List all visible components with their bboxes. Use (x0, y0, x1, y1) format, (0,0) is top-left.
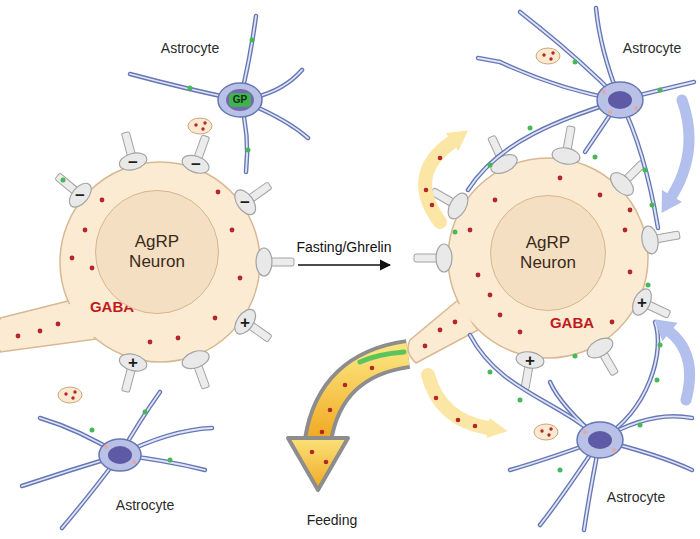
output-label: Feeding (307, 512, 358, 528)
neuron-nucleus: AgRP Neuron (95, 190, 219, 314)
neuron-nucleus: AgRP Neuron (490, 195, 606, 311)
neuron-soma: GABA AgRP Neuron (448, 158, 648, 358)
astrocyte-cell: Astrocyte (604, 488, 668, 506)
cell-label: Astrocyte (161, 40, 219, 56)
synapse-sign: − (240, 194, 250, 211)
enzyme-label: GP (233, 95, 247, 105)
synapse-sign: + (240, 314, 250, 331)
astrocyte-cell: Astrocyte (158, 39, 222, 57)
astrocyte-cell: Astrocyte (620, 39, 684, 57)
astrocyte-cell: Astrocyte (113, 496, 177, 514)
synapse-sign: + (637, 294, 647, 311)
cell-label: Astrocyte (623, 40, 681, 56)
neuron-soma: GABAAgRP Neuron (60, 162, 260, 362)
synapse-sign: − (75, 187, 85, 204)
synapse-sign: + (128, 354, 138, 371)
cell-label: Astrocyte (116, 497, 174, 513)
synapse-sign: + (525, 352, 535, 369)
transmitter-label: GABA (550, 314, 594, 331)
edge-label: Fasting/Ghrelin (295, 239, 394, 255)
cell-label: Astrocyte (607, 489, 665, 505)
cell-name: AgRP Neuron (505, 233, 591, 272)
synapse-sign: − (128, 154, 138, 171)
cell-name: AgRP Neuron (110, 232, 204, 271)
synapse-sign: − (191, 156, 201, 173)
transition-arrow (298, 264, 390, 266)
